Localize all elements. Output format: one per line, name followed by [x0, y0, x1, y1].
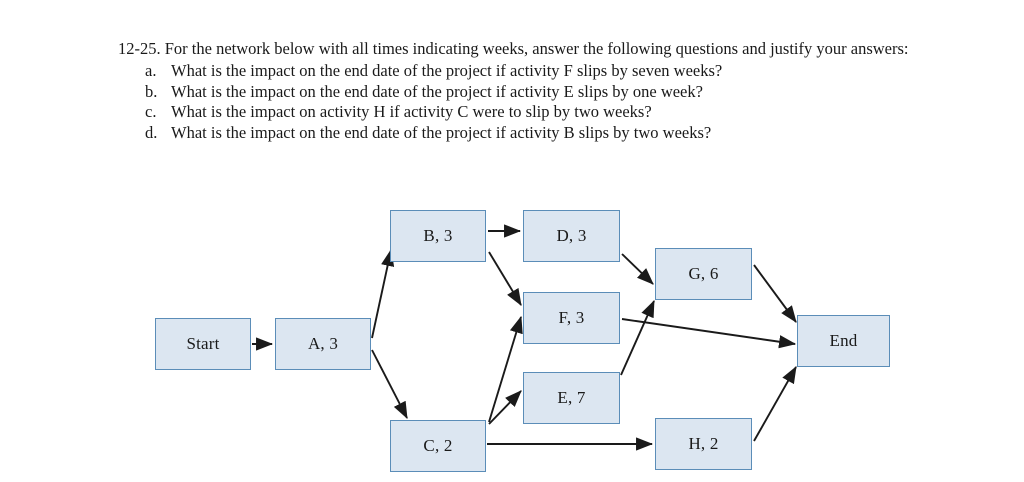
edge-b-to-f: [488, 251, 522, 306]
list-item-text: What is the impact on the end date of th…: [171, 81, 703, 101]
node-e[interactable]: E, 7: [523, 372, 620, 424]
node-label: E, 7: [557, 388, 586, 407]
node-label: A, 3: [307, 334, 339, 353]
list-item-marker: a.: [145, 61, 157, 80]
list-item-marker: c.: [145, 102, 157, 121]
list-item-text: What is the impact on activity H if acti…: [171, 102, 652, 121]
question-list: a. What is the impact on the end date of…: [118, 61, 918, 143]
node-label: End: [829, 331, 858, 350]
edge-a-to-b: [371, 248, 395, 339]
node-label: F, 3: [558, 308, 585, 327]
question-block: 12-25. For the network below with all ti…: [118, 38, 918, 143]
node-label: D, 3: [556, 226, 587, 245]
edge-g-to-end: [753, 264, 797, 323]
list-item-marker: d.: [145, 122, 158, 142]
question-intro-text: For the network below with all times ind…: [164, 39, 909, 58]
node-start[interactable]: Start: [155, 318, 251, 370]
node-label: B, 3: [423, 226, 453, 245]
node-g[interactable]: G, 6: [655, 248, 752, 300]
node-label: Start: [186, 334, 220, 353]
edge-c-to-f: [488, 315, 523, 423]
question-number: 12-25.: [118, 39, 161, 58]
node-c[interactable]: C, 2: [390, 420, 486, 472]
node-label: H, 2: [688, 434, 719, 453]
edge-h-to-end: [753, 366, 797, 442]
list-item: d. What is the impact on the end date of…: [145, 123, 918, 144]
node-a[interactable]: A, 3: [275, 318, 371, 370]
edge-a-to-c: [371, 349, 408, 420]
list-item-text: What is the impact on the end date of th…: [171, 61, 723, 80]
node-label: C, 2: [423, 436, 453, 455]
node-b[interactable]: B, 3: [390, 210, 486, 262]
question-intro: 12-25. For the network below with all ti…: [118, 38, 918, 59]
list-item-marker: b.: [145, 81, 158, 101]
edge-f-to-end: [621, 318, 797, 349]
list-item-text: What is the impact on the end date of th…: [171, 122, 712, 142]
node-end[interactable]: End: [797, 315, 890, 367]
node-h[interactable]: H, 2: [655, 418, 752, 470]
node-f[interactable]: F, 3: [523, 292, 620, 344]
edge-e-to-g: [620, 299, 655, 376]
list-item: c. What is the impact on activity H if a…: [145, 102, 918, 123]
list-item: a. What is the impact on the end date of…: [145, 61, 918, 82]
edge-c-to-e: [488, 390, 522, 425]
list-item: b. What is the impact on the end date of…: [145, 82, 918, 103]
node-d[interactable]: D, 3: [523, 210, 620, 262]
edge-d-to-g: [621, 253, 654, 285]
node-label: G, 6: [688, 264, 719, 283]
